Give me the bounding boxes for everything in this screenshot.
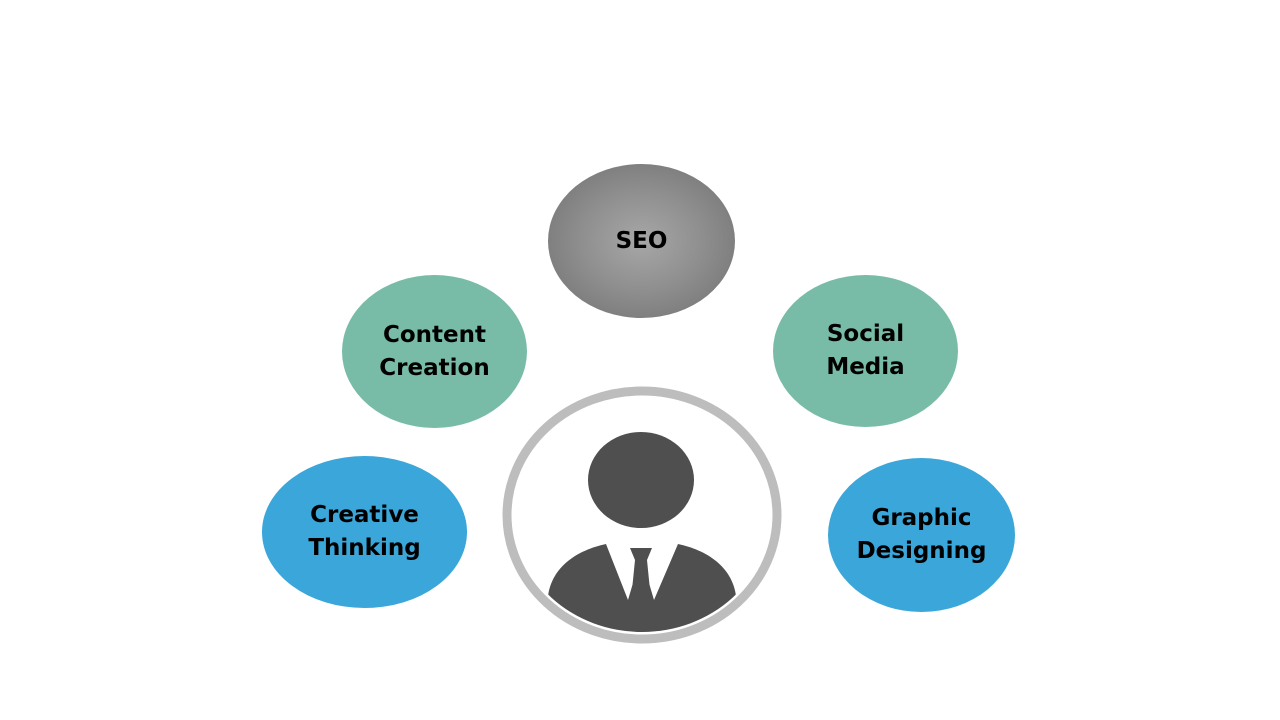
creative-thinking-bubble: Creative Thinking [262, 456, 467, 608]
graphic-designing-label: Graphic Designing [856, 505, 987, 564]
content-creation-label: Content Creation [379, 321, 490, 381]
person-icon [502, 386, 782, 644]
social-media-bubble: Social Media [773, 275, 958, 427]
person-head [588, 432, 694, 528]
content-creation-bubble: Content Creation [342, 275, 527, 428]
seo-label: SEO [615, 227, 668, 254]
creative-thinking-label: Creative Thinking [308, 502, 421, 561]
person-tie [630, 548, 652, 612]
person-collar [606, 544, 678, 600]
seo-bubble: SEO [548, 164, 735, 318]
graphic-designing-bubble: Graphic Designing [828, 458, 1015, 612]
social-media-label: Social Media [826, 321, 905, 380]
